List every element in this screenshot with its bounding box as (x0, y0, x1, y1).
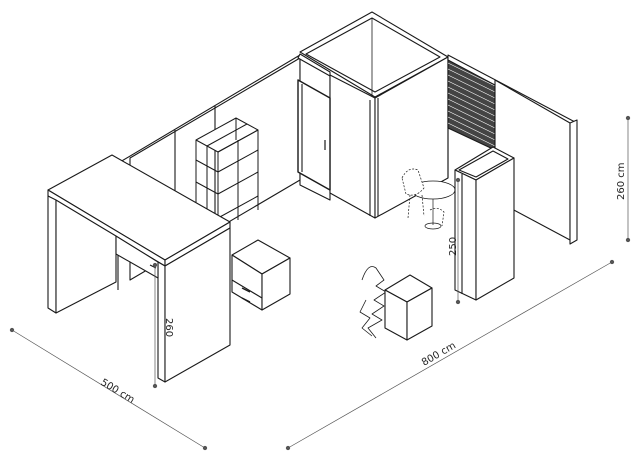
reception-counter (47, 154, 231, 383)
width-label: 500 cm (98, 377, 136, 406)
dimension-length (285, 259, 615, 451)
storage-room (299, 11, 449, 219)
counter-height-label: 260 (163, 318, 174, 337)
info-pedestal (384, 274, 433, 341)
storage-door[interactable] (297, 79, 331, 191)
dimension-width (9, 327, 208, 451)
cube-shelf (195, 117, 259, 230)
tower-height-label: 250 (448, 237, 459, 256)
front-chair (359, 266, 387, 339)
drawer-cabinet (231, 239, 291, 311)
dimension-counter-height (152, 262, 158, 389)
dimension-tower-height (455, 177, 461, 305)
dimension-wall-height (625, 115, 631, 243)
length-label: 800 cm (420, 340, 458, 368)
wall-height-label: 260 cm (616, 162, 627, 200)
bistro-set (401, 168, 456, 230)
display-tower (454, 146, 515, 301)
